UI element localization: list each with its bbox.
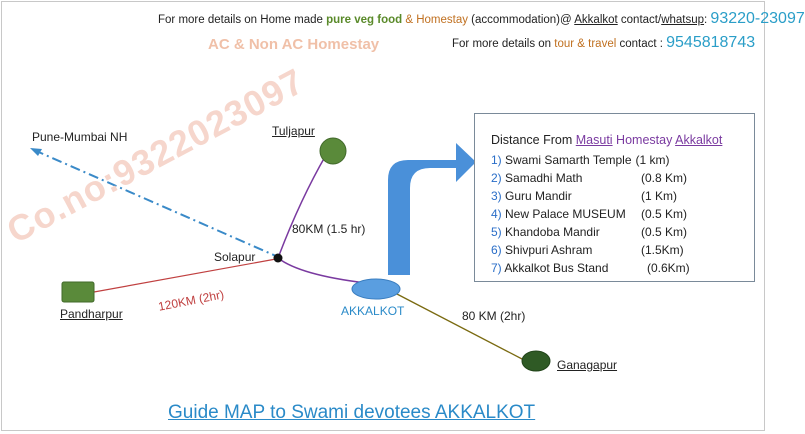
ganagapur-label: Ganagapur	[557, 358, 618, 372]
tuljapur-route-text: 80KM (1.5 hr)	[292, 222, 366, 236]
row-number: 1)	[491, 153, 502, 167]
row-place: Akkalkot Bus Stand	[504, 261, 609, 275]
ganagapur-route-label: 80 KM (2hr)	[462, 309, 526, 323]
distance-row: 3) Guru Mandir (1 Km)	[491, 189, 677, 203]
page-frame	[1, 1, 765, 431]
row-number: 6)	[491, 243, 502, 257]
row-distance: (0.8 Km)	[641, 171, 688, 185]
header-line-1: For more details on Home made pure veg f…	[158, 10, 805, 28]
tuljapur-label: Tuljapur	[272, 124, 315, 138]
homestay-subtitle: AC & Non AC Homestay	[208, 36, 380, 53]
row-place: Swami Samarth Temple	[505, 153, 632, 167]
distance-row: 2) Samadhi Math (0.8 Km)	[491, 171, 687, 185]
map-diagram	[30, 137, 551, 372]
row-distance: (1 Km)	[641, 189, 677, 203]
row-distance: (0.5 Km)	[641, 225, 688, 239]
akkalkot-node	[351, 278, 401, 300]
row-distance: (0.6Km)	[647, 261, 690, 275]
ganagapur-node	[521, 350, 551, 372]
row-distance: (0.5 Km)	[641, 207, 688, 221]
pandharpur-label: Pandharpur	[60, 307, 123, 321]
header-colon: :	[704, 14, 711, 26]
distance-title-prefix: Distance From	[491, 133, 576, 147]
map-caption: Guide MAP to Swami devotees AKKALKOT	[168, 402, 536, 423]
row-number: 4)	[491, 207, 502, 221]
distance-row: 1) Swami Samarth Temple(1 km)	[491, 153, 670, 167]
phone-number-2: 9545818743	[666, 34, 756, 51]
row-place: New Palace MUSEUM	[505, 207, 626, 221]
header-veg-food: pure veg food	[326, 14, 403, 26]
row-place: Samadhi Math	[505, 171, 583, 185]
row-number: 2)	[491, 171, 502, 185]
header-homestay: & Homestay	[402, 14, 468, 26]
pandharpur-node	[61, 281, 95, 303]
solapur-node	[273, 253, 283, 263]
distance-row: 4) New Palace MUSEUM (0.5 Km)	[491, 207, 687, 221]
row-number: 7)	[491, 261, 502, 275]
tuljapur-node	[319, 137, 347, 165]
header-whatsup: whatsup	[661, 14, 705, 26]
row-place: Guru Mandir	[505, 189, 572, 203]
header-text: For more details on Home made	[158, 14, 327, 26]
distance-row: 6) Shivpuri Ashram (1.5Km)	[491, 243, 684, 257]
row-place: Shivpuri Ashram	[505, 243, 593, 257]
route-tuljapur	[277, 154, 327, 259]
distance-title: Distance From Masuti Homestay Akkalkot	[491, 133, 722, 147]
route-pandharpur	[93, 258, 277, 293]
highway-arrow-icon	[30, 148, 42, 156]
header-text-mid: (accommodation)@	[467, 14, 575, 26]
route-ganagapur	[394, 292, 525, 361]
header-contact: contact/	[617, 14, 662, 26]
row-distance: (1.5Km)	[641, 243, 684, 257]
solapur-label: Solapur	[214, 250, 256, 264]
header2-contact: contact :	[616, 38, 667, 50]
header-line-2: For more details on tour & travel contac…	[452, 34, 755, 52]
row-distance: (1 km)	[635, 153, 670, 167]
header-akkalkot: Akkalkot	[574, 14, 618, 26]
direction-arrow-icon	[388, 143, 476, 275]
header2-text: For more details on	[452, 38, 555, 50]
row-number: 5)	[491, 225, 502, 239]
header2-tour-travel: tour & travel	[554, 38, 617, 50]
akkalkot-label: AKKALKOT	[341, 304, 405, 318]
distance-title-masuti: Masuti	[575, 133, 613, 147]
route-akkalkot	[277, 257, 367, 284]
distance-row: 7) Akkalkot Bus Stand (0.6Km)	[491, 261, 690, 275]
row-number: 3)	[491, 189, 502, 203]
distance-box: Distance From Masuti Homestay Akkalkot 1…	[474, 113, 755, 282]
distance-title-akkalkot: Akkalkot	[675, 133, 723, 147]
phone-number-1: 93220-23097	[710, 10, 805, 27]
distance-title-homestay: Homestay	[612, 133, 676, 147]
row-place: Khandoba Mandir	[505, 225, 600, 239]
tuljapur-route-label: 80KM (1.5 hr)	[292, 222, 365, 236]
distance-row: 5) Khandoba Mandir (0.5 Km)	[491, 225, 687, 239]
pune-mumbai-label: Pune-Mumbai NH	[32, 130, 128, 144]
highway-line	[33, 149, 277, 257]
